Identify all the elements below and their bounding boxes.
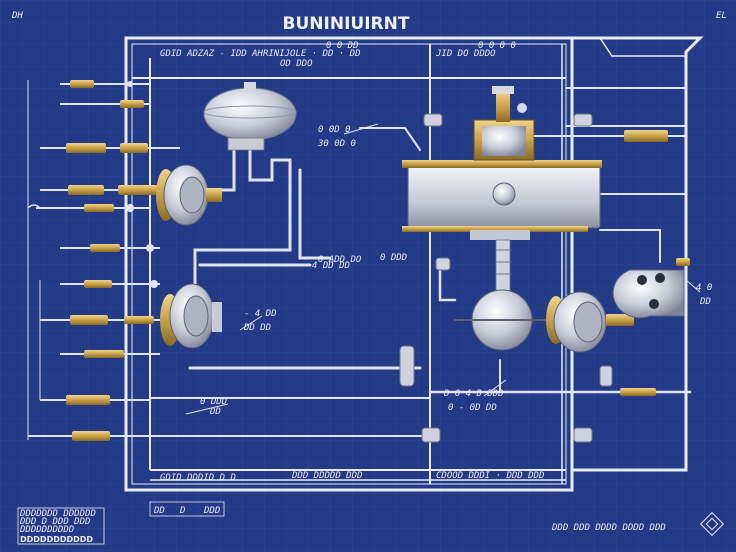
right-pump-wheel [546,291,634,353]
probe-row-10 [40,395,150,405]
bottom-strip-mid: DDD DDDDD DDD [291,471,362,481]
header-label-row2: OD DDO [280,59,313,69]
central-block [402,160,602,240]
header-label-row1-right: JID DO DDDO [435,49,496,59]
left-rail [27,80,41,440]
callout-lower-center-2: DD [209,407,221,417]
header-label-top-right: 0 0 0 0 [478,41,516,51]
title-block-line-2: DDD D DDD DDD [19,517,90,527]
small-valve-3 [399,345,415,387]
probe-row-7 [60,280,160,288]
header-label-row1: GDID ADZAZ - IDD AHRINIJOLE · DD · DD [160,49,360,59]
title-block-line-1: DDDDDDD DDDDDD [19,509,96,519]
corner-label-right: EL [716,11,727,21]
title-block: DDDDDDD DDDDDD DDD D DDD DDD DDDDDDDDDD … [17,507,105,545]
callout-bottom-1a: D 0 4 D DDD [443,389,504,399]
probe-row-8 [40,315,170,325]
small-valve-1 [423,113,443,127]
compass-rose-icon [699,511,725,537]
title-block-line-4: DDDDDDDDDDD [20,535,93,544]
probe-row-3 [40,143,180,153]
callout-bottom-2: 0 ADD DO [318,255,362,265]
dome-tank [203,82,297,151]
probe-row-4 [40,185,170,195]
footer-right-text: DDD DDD DDDD DDDD DDD [551,523,666,533]
bottom-strip-left: GDID DDDID D D [160,473,236,483]
probe-row-9 [60,350,160,358]
gauge-housing [612,269,685,319]
small-valve-2 [573,113,593,127]
callout-bottom-1b: 0 - 0D DD [448,403,497,413]
pump-wheel-upper [156,164,222,226]
bottom-field-2: D [179,506,185,516]
small-valve-4 [421,427,441,443]
small-valve-5 [573,427,593,443]
callout-upper-left-1: 0 0D 0 [318,125,351,135]
small-valve-6 [435,257,451,271]
probe-row-5 [36,204,150,212]
valve-tower [473,86,686,161]
leader-lines [185,123,701,415]
probe-row-2 [60,100,150,108]
small-valve-7 [599,365,613,387]
callout-mid-right-1: 4 DD DD [312,261,350,271]
diagram-title: BUNINIUIRNT [283,14,410,34]
callout-right-1a: 4 0 [696,283,712,293]
brass-fitting-2 [676,258,690,266]
pump-wheel-lower [160,283,222,349]
callout-lower-left-1: - 4 DD [244,309,277,319]
probe-row-6 [60,244,160,252]
bottom-strip-right: CDOOD DDDI · DDD DDD [436,471,544,481]
bottom-strip: GDID DDDID D D DDD DDDDD DDD CDOOD DDDI … [150,471,566,483]
brass-fitting-1 [620,388,656,396]
callout-lower-left-2: DD DD [243,323,271,333]
bottom-field-3: DDD [203,506,220,516]
callout-lower-center-1: 0 DDD [200,397,227,407]
lower-shaft [454,239,552,351]
rail-hook [27,204,41,209]
bottom-field-box: DD D DDD [149,501,225,517]
callout-upper-left-2: 30 0D 0 [317,139,356,149]
probe-row-11 [28,431,150,441]
bottom-field-1: DD [153,506,165,516]
title-block-line-3: DDDDDDDDDD [19,525,74,535]
probe-row-1 [60,80,150,88]
callout-right-1b: DD [699,297,711,307]
corner-label-left: DH [11,11,23,21]
header-label-top-center: 0 0 DD [326,41,359,51]
callout-mid-right-2: 0 DDD [380,253,407,263]
